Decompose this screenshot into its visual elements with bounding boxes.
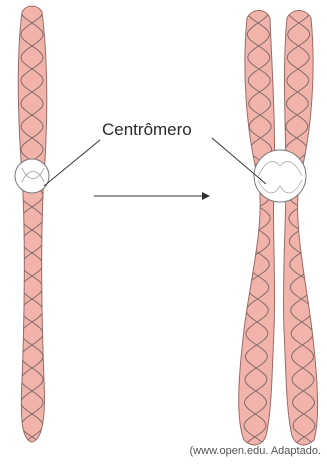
centromere-circle <box>254 150 306 202</box>
centromere-pointer-left <box>44 140 100 186</box>
centromere-circle <box>15 159 49 193</box>
duplicated-chromosome <box>239 10 318 448</box>
arrow-right <box>94 192 210 200</box>
centromere-label: Centrômero <box>102 120 192 140</box>
source-caption: (www.open.edu. Adaptado. <box>190 445 321 457</box>
single-chromosome <box>15 6 49 444</box>
